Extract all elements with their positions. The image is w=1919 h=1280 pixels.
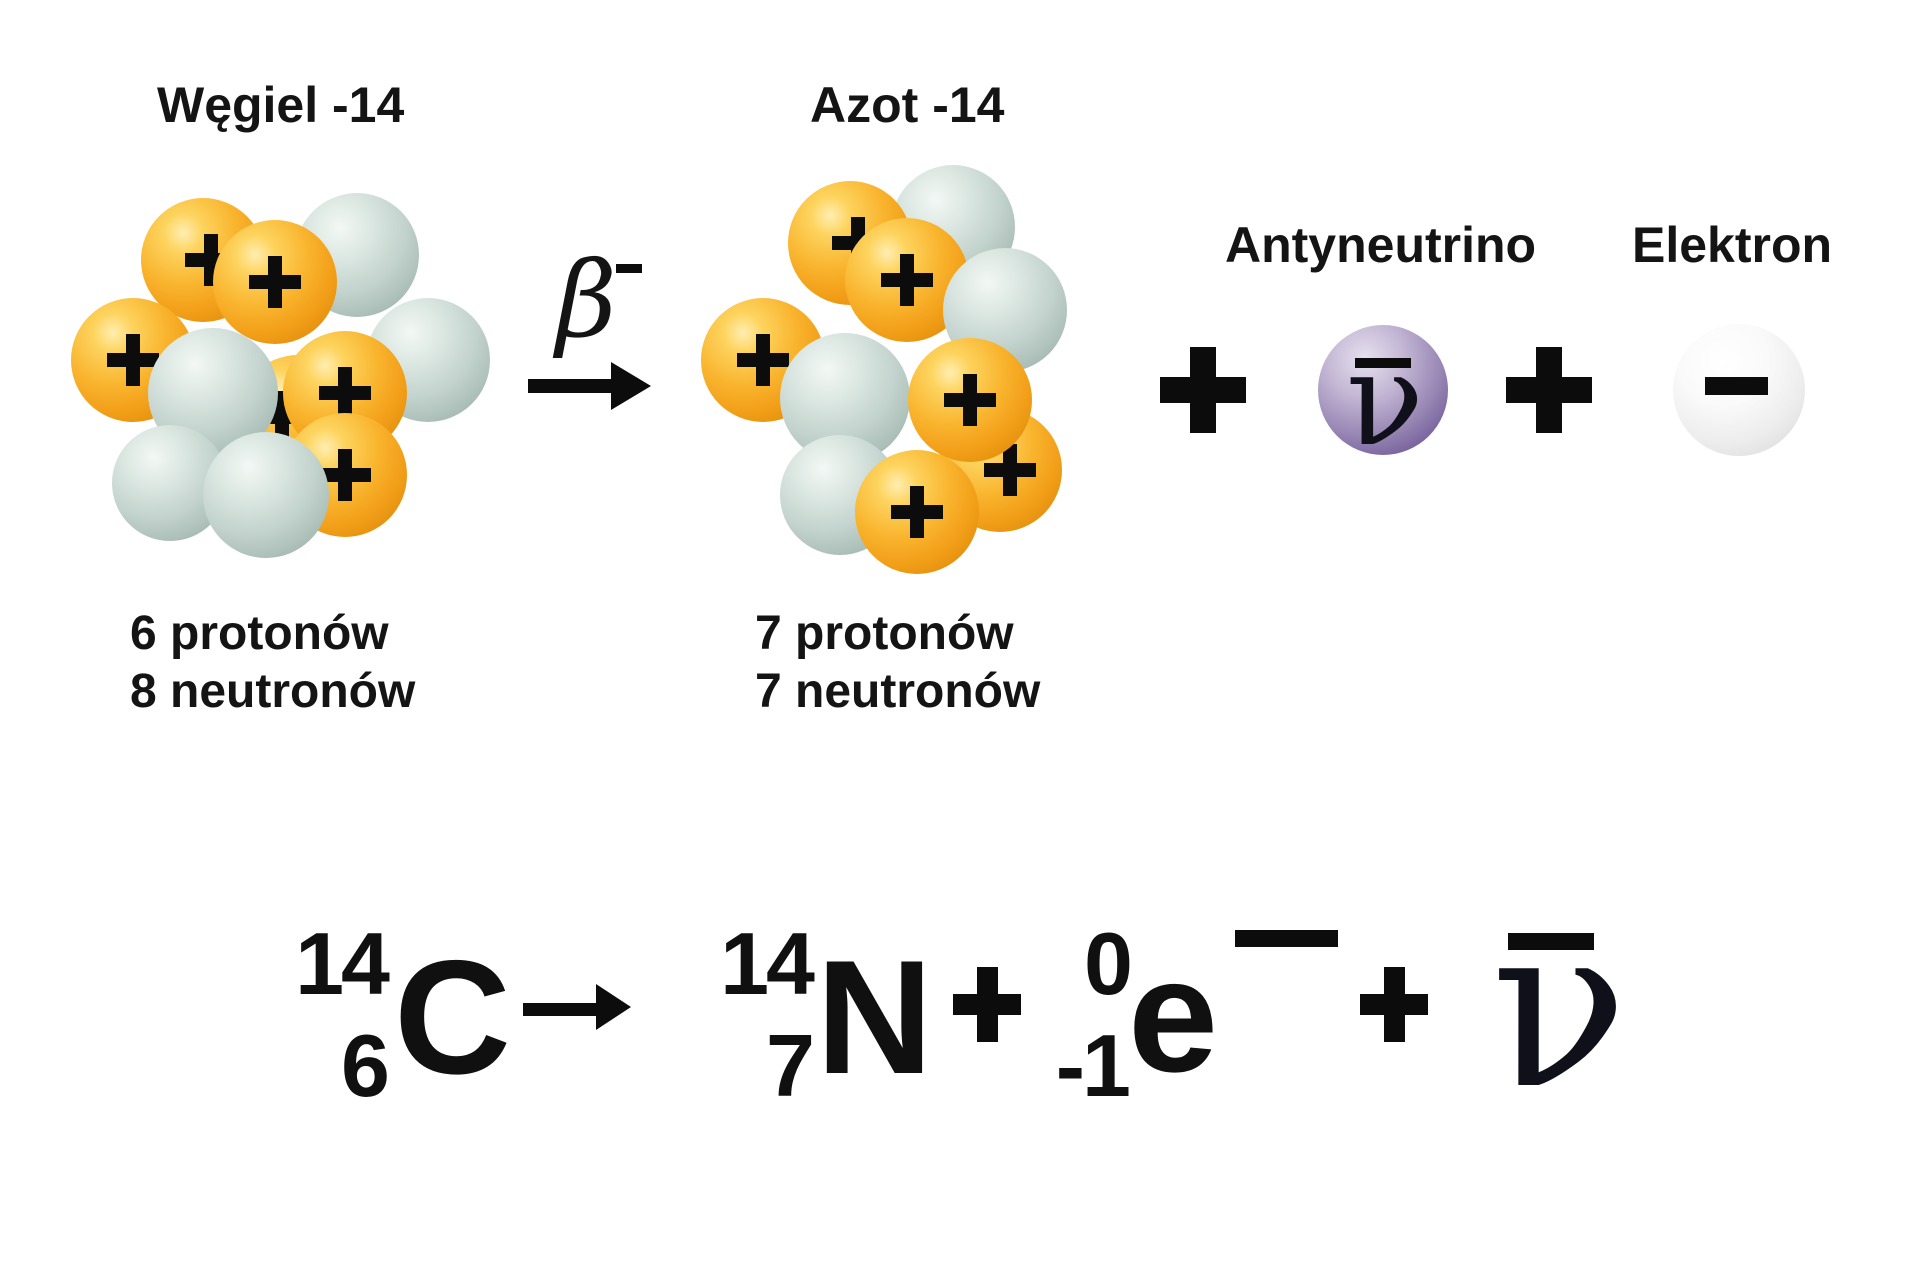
proton-sphere: [855, 450, 979, 574]
plus-icon: [984, 444, 1036, 496]
electron-symbol: e: [1128, 925, 1219, 1106]
minus-icon: [1705, 377, 1768, 395]
beta-symbol: β: [556, 239, 617, 361]
antineutrino-label: Antyneutrino: [1225, 217, 1537, 273]
equation-nu-symbol: ν: [1491, 877, 1628, 1139]
electron-charge-minus-icon: [1235, 930, 1338, 947]
nitrogen-title: Azot -14: [810, 77, 1005, 133]
nitrogen-symbol: N: [816, 927, 933, 1108]
neutron-sphere: [203, 432, 329, 558]
proton-sphere: [908, 338, 1032, 462]
electron-sphere: [1673, 324, 1805, 456]
antineutrino-sphere: ν: [1318, 325, 1448, 465]
plus-icon: [1506, 347, 1592, 433]
plus-icon: [319, 367, 371, 419]
nitrogen-protons-caption: 7 protonów: [755, 607, 1014, 660]
electron-mass-number: 0: [1084, 914, 1133, 1013]
plus-icon: [881, 254, 933, 306]
nitrogen-mass-number: 14: [720, 914, 815, 1013]
carbon-nucleus: [70, 165, 500, 595]
nitrogen-atomic-number: 7: [766, 1016, 815, 1115]
equation-arrow-right-icon: [523, 984, 633, 1032]
electron-atomic-number: -1: [1055, 1016, 1131, 1115]
plus-icon: [1160, 347, 1246, 433]
nu-overbar-icon: [1355, 358, 1411, 368]
nu-symbol: ν: [1346, 326, 1424, 475]
nu-overbar-icon: [1508, 933, 1594, 950]
plus-icon: [107, 334, 159, 386]
nitrogen-nucleus: [700, 160, 1130, 590]
proton-sphere: [213, 220, 337, 344]
nitrogen-neutrons-caption: 7 neutronów: [755, 665, 1041, 718]
beta-arrow-right-icon: [528, 362, 652, 410]
carbon-title: Węgiel -14: [157, 77, 405, 133]
carbon-symbol: C: [394, 927, 511, 1108]
plus-icon: [249, 256, 301, 308]
plus-icon: [1360, 967, 1430, 1043]
electron-label: Elektron: [1632, 217, 1833, 273]
carbon-mass-number: 14: [295, 914, 390, 1013]
carbon-neutrons-caption: 8 neutronów: [130, 665, 416, 718]
plus-icon: [891, 486, 943, 538]
plus-icon: [737, 334, 789, 386]
carbon-atomic-number: 6: [341, 1016, 390, 1115]
beta-minus-symbol: β: [556, 248, 617, 353]
plus-icon: [944, 374, 996, 426]
beta-superscript-minus-icon: [616, 264, 642, 273]
plus-icon: [319, 449, 371, 501]
carbon-protons-caption: 6 protonów: [130, 607, 389, 660]
plus-icon: [953, 967, 1023, 1043]
